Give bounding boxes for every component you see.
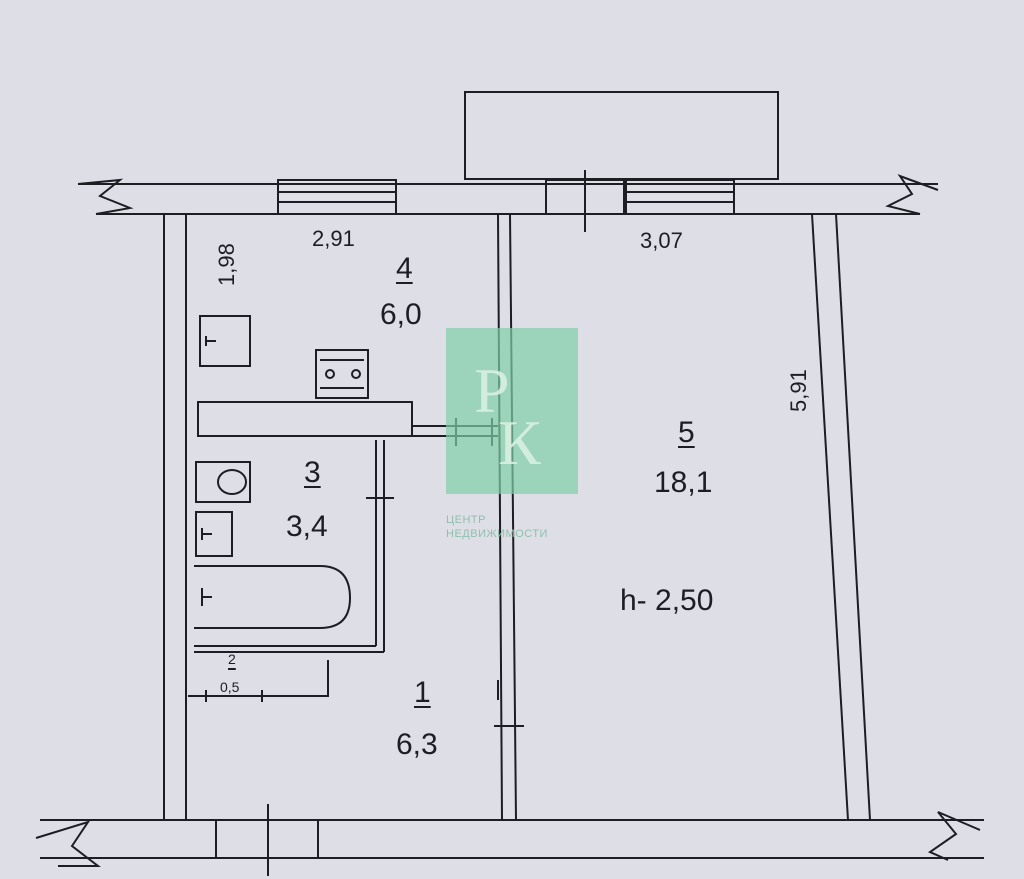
- right-wall-outer: [835, 213, 871, 821]
- washbasin: [195, 511, 233, 557]
- wall-break-right-top: [885, 174, 939, 215]
- kitchen-depth-dim: 1,98: [214, 243, 239, 286]
- room-5-area: 18,1: [654, 466, 713, 499]
- room-4-area: 6,0: [380, 298, 422, 331]
- ceiling-height: h- 2,50: [620, 584, 714, 617]
- room-3-area: 3,4: [286, 510, 328, 543]
- room-4-number: 4: [396, 252, 413, 285]
- svg-text:К: К: [498, 407, 541, 478]
- room-2-number: 2: [228, 651, 236, 667]
- room-2-area: 0,5: [220, 679, 240, 695]
- right-wall-inner: [811, 213, 849, 821]
- room-1-area: 6,3: [396, 728, 438, 761]
- bathtub: [194, 565, 352, 629]
- kitchen-bath-wall: [197, 401, 413, 437]
- watermark-line1: ЦЕНТР: [446, 514, 486, 526]
- stove: [315, 349, 369, 399]
- watermark-line2: НЕДВИЖИМОСТИ: [446, 528, 548, 540]
- wall-break-right-bottom: [927, 811, 981, 861]
- wall-break-left-bottom: [35, 820, 101, 867]
- watermark-badge: [446, 328, 578, 494]
- closet-outline: [188, 660, 329, 697]
- kitchen-width-dim: 2,91: [312, 226, 355, 251]
- watermark-logo: Р К: [446, 328, 578, 494]
- room-5-number: 5: [678, 416, 695, 449]
- svg-text:Р: Р: [474, 355, 510, 426]
- partition-left: [497, 213, 503, 821]
- balcony: [464, 91, 779, 180]
- room-3-number: 3: [304, 456, 321, 489]
- toilet: [195, 461, 251, 503]
- partition-right: [509, 213, 517, 821]
- living-depth-dim: 5,91: [786, 369, 811, 412]
- living-width-dim: 3,07: [640, 228, 683, 253]
- wall-break-left-top: [77, 178, 134, 215]
- room-1-number: 1: [414, 676, 431, 709]
- kitchen-sink: [199, 315, 251, 367]
- window-kitchen: [277, 179, 397, 215]
- window-living: [625, 179, 735, 215]
